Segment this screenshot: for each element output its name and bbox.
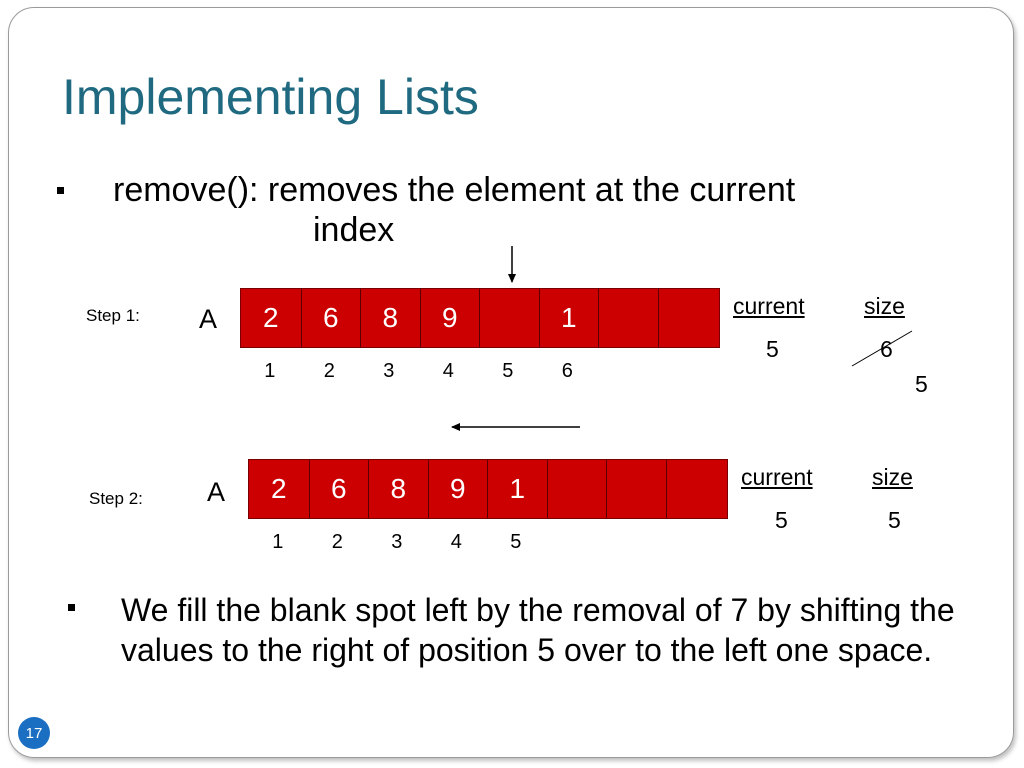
bullet-line-1: remove(): removes the element at the cur… bbox=[113, 171, 796, 209]
array-cell: 9 bbox=[427, 460, 488, 518]
array-cell: 9 bbox=[419, 289, 480, 347]
bullet-marker bbox=[68, 604, 75, 611]
bullet-line-2: index bbox=[313, 211, 395, 249]
size-strikethrough bbox=[851, 330, 913, 367]
slide-title: Implementing Lists bbox=[62, 69, 479, 125]
array-cell: 1 bbox=[538, 289, 599, 347]
array-cell: 8 bbox=[368, 460, 428, 518]
bullet-remove-description: remove(): removes the element at the cur… bbox=[113, 170, 795, 250]
step-1-size-header: size bbox=[864, 293, 905, 319]
step-2-label: Step 2: bbox=[89, 489, 143, 508]
array-index-label: 3 bbox=[383, 360, 395, 382]
step-1-size-new-value: 5 bbox=[915, 371, 928, 397]
array-index-label: 2 bbox=[331, 531, 343, 553]
step-1-label: Step 1: bbox=[86, 306, 140, 325]
step-2-size-header: size bbox=[872, 464, 913, 490]
page-number-badge: 17 bbox=[18, 717, 50, 749]
array-cell: 1 bbox=[487, 460, 547, 518]
array-index-label: 4 bbox=[450, 531, 462, 553]
array-index-label: 2 bbox=[323, 360, 335, 382]
bullet-marker bbox=[57, 187, 64, 194]
array-cell: 2 bbox=[262, 302, 279, 333]
array-index-label: 6 bbox=[561, 360, 573, 382]
array-index-label: 4 bbox=[442, 360, 454, 382]
step-1-size-old-value: 6 bbox=[880, 336, 893, 362]
step-2-array-name: A bbox=[207, 477, 226, 507]
array-cell bbox=[665, 460, 726, 518]
array-cell: 2 bbox=[270, 473, 287, 504]
array-cell: 6 bbox=[308, 460, 369, 518]
array-cell bbox=[657, 289, 718, 347]
array-cell bbox=[546, 460, 607, 518]
slide-frame bbox=[8, 7, 1014, 758]
array-index-label: 5 bbox=[510, 531, 522, 553]
step-1-current-value: 5 bbox=[766, 336, 779, 362]
step-1-current-header: current bbox=[733, 293, 805, 319]
array-cell bbox=[479, 289, 539, 347]
array-cell: 8 bbox=[360, 289, 420, 347]
array-cell bbox=[606, 460, 666, 518]
step-2-size-value: 5 bbox=[888, 507, 901, 533]
bullet-shift-explanation: We fill the blank spot left by the remov… bbox=[121, 592, 955, 668]
step-2-current-value: 5 bbox=[775, 507, 788, 533]
array-cell: 6 bbox=[300, 289, 361, 347]
array-cell bbox=[598, 289, 658, 347]
array-index-label: 3 bbox=[391, 531, 403, 553]
step-1-array-name: A bbox=[199, 304, 218, 334]
array-index-label: 1 bbox=[264, 360, 276, 382]
array-index-label: 1 bbox=[272, 531, 284, 553]
step-2-current-header: current bbox=[741, 464, 813, 490]
array-index-label: 5 bbox=[502, 360, 514, 382]
